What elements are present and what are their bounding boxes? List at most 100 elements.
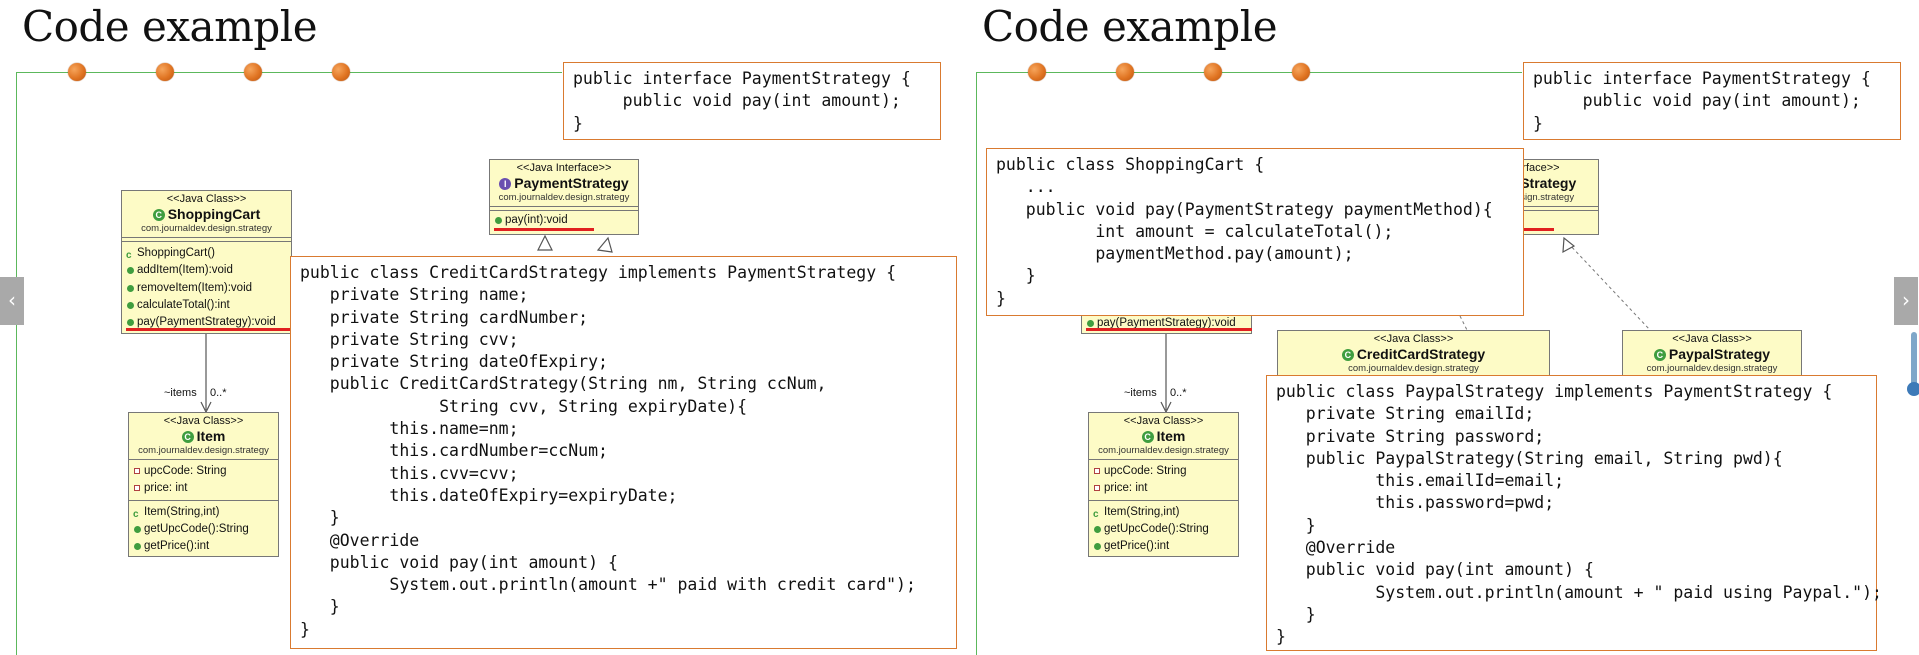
code-line: public PaypalStrategy(String email, Stri…: [1276, 448, 1783, 468]
uml-method: removeItem(Item):void: [126, 280, 287, 297]
public-method-icon: [1094, 525, 1101, 533]
code-line: private String emailId;: [1276, 404, 1535, 424]
assoc-role-label: ~items: [164, 387, 197, 399]
scrollbar-thumb[interactable]: [1907, 382, 1919, 396]
code-line: @Override: [300, 530, 420, 550]
uml-package: com.journaldev.design.strategy: [1098, 445, 1229, 456]
class-icon: C: [1141, 431, 1154, 443]
assoc-multiplicity-label: 0..*: [210, 387, 227, 399]
code-line: String cvv, String expiryDate){: [300, 396, 748, 416]
uml-stereotype: <<Java Class>>: [163, 415, 244, 427]
code-line: public void pay(int amount) {: [300, 552, 618, 572]
uml-stereotype: <<Java Interface>>: [516, 162, 612, 174]
assoc-role-label: ~items: [1124, 387, 1157, 399]
shopping-cart-code-box: public class ShoppingCart { ... public v…: [986, 148, 1524, 316]
code-line: @Override: [1276, 538, 1396, 558]
uml-field: upcCode: String: [133, 463, 274, 480]
uml-package: com.journaldev.design.strategy: [498, 192, 630, 203]
uml-class-name: Item: [1156, 428, 1186, 444]
public-method-icon: [495, 217, 502, 224]
rail-dot: [244, 63, 262, 81]
public-method-icon: [127, 301, 134, 309]
uml-field: price: int: [133, 480, 274, 497]
uml-method: calculateTotal():int: [126, 297, 287, 314]
class-icon: C: [1653, 349, 1666, 361]
public-method-icon: [127, 319, 134, 327]
uml-field: price: int: [1093, 480, 1234, 497]
code-line: }: [1533, 113, 1543, 133]
code-line: int amount = calculateTotal();: [996, 221, 1394, 241]
next-slide-button[interactable]: ›: [1894, 277, 1918, 325]
rail-dot: [1116, 63, 1134, 81]
code-line: this.password=pwd;: [1276, 493, 1555, 513]
code-line: paymentMethod.pay(amount);: [996, 244, 1354, 264]
private-field-icon: [134, 485, 140, 492]
interface-icon: I: [499, 178, 512, 190]
uml-stereotype: <<Java Class>>: [1373, 333, 1454, 345]
code-line: }: [1276, 515, 1316, 535]
class-icon: C: [181, 431, 194, 443]
highlight-underline: [1086, 328, 1252, 331]
uml-method: addItem(Item):void: [126, 262, 287, 279]
code-line: }: [573, 113, 583, 133]
rail-dot: [1028, 63, 1046, 81]
uml-method: pay(int):void: [494, 212, 634, 229]
constructor-icon: c: [126, 250, 132, 261]
uml-method: getUpcCode():String: [133, 521, 274, 538]
code-line: private String dateOfExpiry;: [300, 352, 608, 372]
uml-package: com.journaldev.design.strategy: [141, 223, 272, 234]
scrollbar-track[interactable]: [1911, 332, 1917, 390]
code-line: System.out.println(amount +" paid with c…: [300, 575, 916, 595]
rail-dot: [1204, 63, 1222, 81]
code-line: this.cardNumber=ccNum;: [300, 441, 608, 461]
code-line: }: [996, 266, 1036, 286]
uml-class-name: Item: [196, 428, 226, 444]
uml-package: com.journaldev.design.strategy: [138, 445, 269, 456]
code-line: public interface PaymentStrategy {: [573, 69, 911, 88]
uml-method: getUpcCode():String: [1093, 521, 1234, 538]
rail-dot: [1292, 63, 1310, 81]
rail-dot: [156, 63, 174, 81]
uml-package: .design.strategy: [1507, 192, 1575, 203]
public-method-icon: [127, 284, 134, 292]
code-line: public class PaypalStrategy implements P…: [1276, 382, 1833, 401]
code-line: }: [300, 597, 340, 617]
uml-method: getPrice():int: [1093, 538, 1234, 555]
code-line: public void pay(int amount);: [573, 91, 901, 111]
code-line: this.emailId=email;: [1276, 471, 1565, 491]
uml-method: pay(PaymentStrategy):void: [126, 314, 287, 331]
slide-right: Code example ~items 0..* nterface>> ntSt…: [960, 0, 1919, 655]
code-line: }: [996, 288, 1006, 308]
highlight-underline: [126, 328, 292, 331]
code-line: public class ShoppingCart {: [996, 155, 1265, 174]
rail-line-top: [16, 72, 562, 73]
code-line: this.dateOfExpiry=expiryDate;: [300, 485, 678, 505]
code-line: public class CreditCardStrategy implemen…: [300, 263, 897, 282]
rail-line-top: [976, 72, 1522, 73]
private-field-icon: [1094, 485, 1100, 492]
code-line: System.out.println(amount + " paid using…: [1276, 582, 1882, 602]
class-icon: C: [1341, 349, 1354, 361]
code-line: public void pay(int amount);: [1533, 91, 1861, 111]
public-method-icon: [1087, 320, 1094, 327]
assoc-multiplicity-label: 0..*: [1170, 387, 1187, 399]
prev-slide-button[interactable]: ‹: [0, 277, 24, 325]
uml-method: pay(PaymentStrategy):void: [1086, 315, 1236, 332]
code-line: private String name;: [300, 285, 529, 305]
slide-title: Code example: [982, 2, 1278, 51]
private-field-icon: [134, 468, 140, 474]
uml-method: getPrice():int: [133, 538, 274, 555]
uml-stereotype: <<Java Class>>: [1123, 415, 1204, 427]
code-line: private String password;: [1276, 426, 1545, 446]
uml-interface-name: ntStrategy: [1507, 175, 1577, 191]
class-icon: C: [152, 209, 165, 221]
code-line: public void pay(int amount) {: [1276, 560, 1594, 580]
constructor-icon: c: [133, 508, 139, 520]
constructor-icon: c: [1093, 508, 1099, 520]
uml-connectors: [200, 234, 613, 414]
code-line: private String cvv;: [300, 329, 519, 349]
